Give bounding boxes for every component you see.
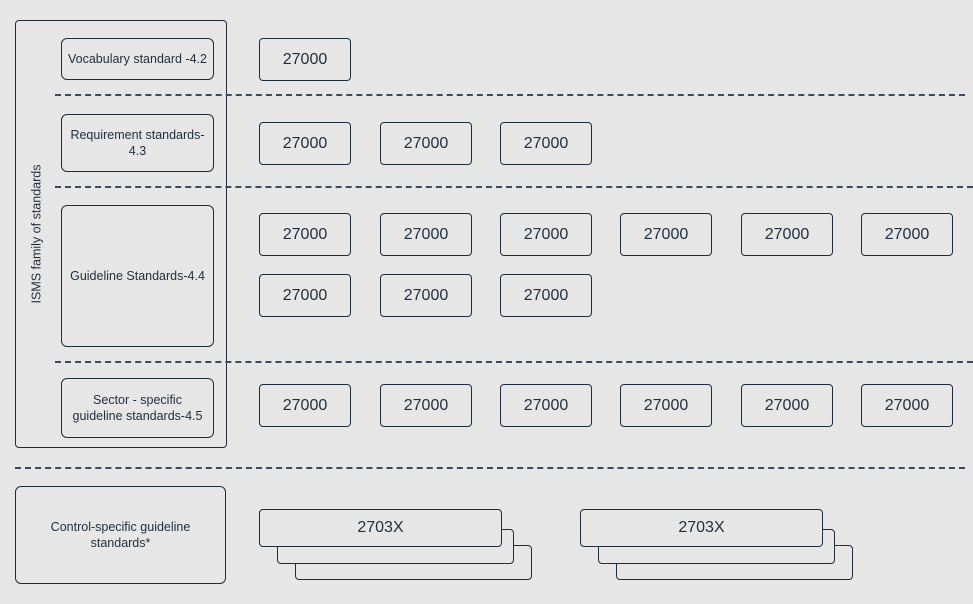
standard-box: 27000 xyxy=(259,213,351,256)
control-specific-standards-box: Control-specific guideline standards* xyxy=(15,486,226,584)
standard-box: 27000 xyxy=(500,274,592,317)
standard-box: 27000 xyxy=(380,122,472,165)
standard-box: 27000 xyxy=(259,122,351,165)
separator-line xyxy=(55,186,973,188)
guideline-standards-box: Guideline Standards-4.4 xyxy=(61,205,214,347)
standard-box: 27000 xyxy=(500,213,592,256)
standard-box: 27000 xyxy=(380,213,472,256)
separator-line xyxy=(15,467,965,469)
control-standard-box: 2703X xyxy=(259,509,502,547)
vocabulary-standard-box: Vocabulary standard -4.2 xyxy=(61,38,214,80)
standard-box: 27000 xyxy=(741,384,833,427)
standard-box: 27000 xyxy=(380,274,472,317)
requirement-standards-box: Requirement standards-4.3 xyxy=(61,114,214,172)
standard-box: 27000 xyxy=(861,213,953,256)
standard-box: 27000 xyxy=(620,384,712,427)
standard-box: 27000 xyxy=(259,38,351,81)
sector-specific-standards-box: Sector - specific guideline standards-4.… xyxy=(61,378,214,438)
standard-box: 27000 xyxy=(259,384,351,427)
control-standard-box: 2703X xyxy=(580,509,823,547)
standard-box: 27000 xyxy=(259,274,351,317)
standard-box: 27000 xyxy=(741,213,833,256)
separator-line xyxy=(55,361,973,363)
standard-box: 27000 xyxy=(500,384,592,427)
isms-family-label: ISMS family of standards xyxy=(28,164,43,304)
standard-box: 27000 xyxy=(861,384,953,427)
standard-box: 27000 xyxy=(620,213,712,256)
separator-line xyxy=(55,94,965,96)
standard-box: 27000 xyxy=(380,384,472,427)
standard-box: 27000 xyxy=(500,122,592,165)
